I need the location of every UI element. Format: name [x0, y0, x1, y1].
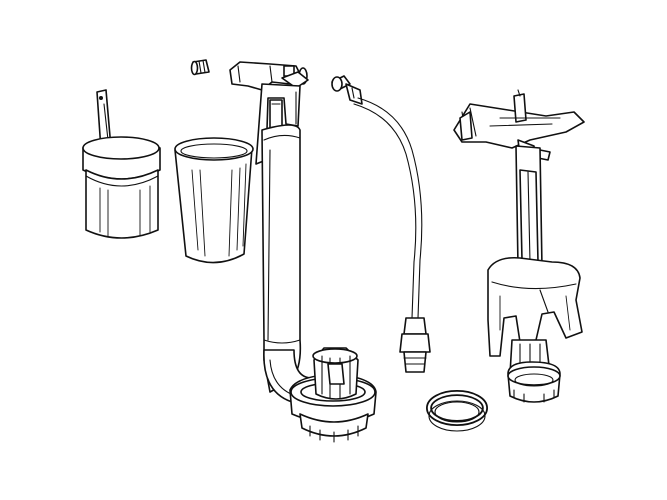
- seal-ring-icon: [426, 390, 488, 432]
- float-cup-icon: [174, 137, 254, 264]
- nozzle-icon: [190, 59, 210, 76]
- fill-valve-icon: [229, 61, 377, 443]
- flush-valve-icon: [453, 89, 585, 403]
- float-cap-icon: [82, 89, 161, 239]
- hose-icon: [331, 75, 431, 373]
